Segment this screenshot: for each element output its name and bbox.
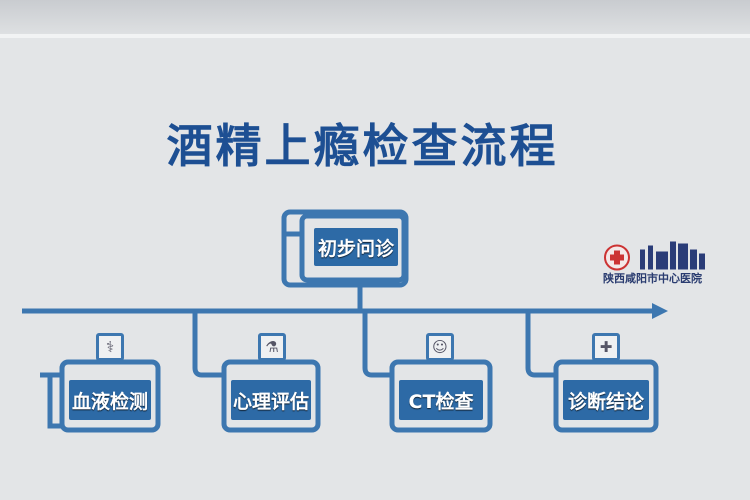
hospital-logo bbox=[604, 241, 705, 271]
bottles-icon: ⚗ bbox=[258, 333, 286, 361]
branch-connector-psych bbox=[192, 311, 224, 378]
start-box-inner bbox=[299, 213, 407, 283]
blood-test-box bbox=[59, 359, 161, 433]
wall-top bbox=[0, 0, 750, 36]
step-initial-consultation: 初步问诊 bbox=[314, 228, 398, 266]
branch-connector-ct bbox=[362, 311, 392, 378]
ct-scan-box bbox=[389, 359, 493, 433]
step-psych-eval: 心理评估 bbox=[231, 380, 311, 420]
diagnosis-box bbox=[553, 359, 659, 433]
psych-eval-box bbox=[221, 359, 321, 433]
red-cross-icon bbox=[610, 250, 624, 265]
step-blood-test: 血液检测 bbox=[69, 380, 151, 420]
step-diagnosis: 诊断结论 bbox=[563, 380, 649, 420]
branch-connector-diagnosis bbox=[525, 311, 556, 378]
branch-connector-blood-lower bbox=[47, 375, 62, 429]
doctor-patient-icon: ⚕ bbox=[96, 333, 124, 361]
hospital-name: 陕西咸阳市中心医院 bbox=[603, 272, 702, 285]
hospital-building-icon bbox=[640, 241, 705, 270]
page-title: 酒精上瘾检查流程 bbox=[166, 119, 559, 173]
wall-edge bbox=[0, 34, 750, 38]
arrow-head bbox=[652, 303, 668, 319]
doctor-icon: ☺ bbox=[426, 333, 454, 361]
step-ct-scan: CT检查 bbox=[399, 380, 483, 420]
diagnosis-icon: ✚ bbox=[592, 333, 620, 361]
